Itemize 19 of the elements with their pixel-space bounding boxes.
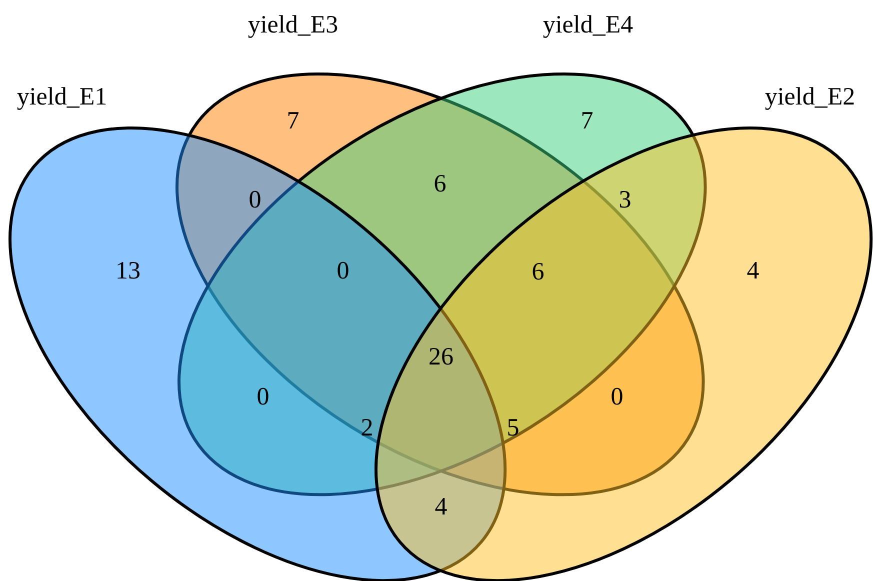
set-label: yield_E1 [16, 84, 108, 110]
region-count: 0 [248, 188, 262, 212]
region-count: 0 [610, 384, 624, 410]
region-count: 7 [580, 108, 594, 134]
region-count: 5 [506, 416, 520, 440]
set-label: yield_E2 [764, 84, 856, 110]
region-count: 13 [116, 258, 140, 284]
region-count: 0 [256, 384, 270, 410]
region-count: 7 [286, 108, 300, 134]
region-count: 4 [434, 494, 448, 520]
set-label: yield_E3 [248, 12, 338, 38]
region-count: 3 [618, 188, 632, 212]
set-label: yield_E4 [542, 12, 634, 38]
region-count: 6 [532, 260, 544, 284]
region-count: 6 [434, 172, 446, 196]
region-count: 2 [360, 416, 374, 440]
region-count: 4 [746, 258, 760, 284]
region-count: 26 [428, 344, 454, 370]
region-count: 0 [336, 258, 350, 284]
